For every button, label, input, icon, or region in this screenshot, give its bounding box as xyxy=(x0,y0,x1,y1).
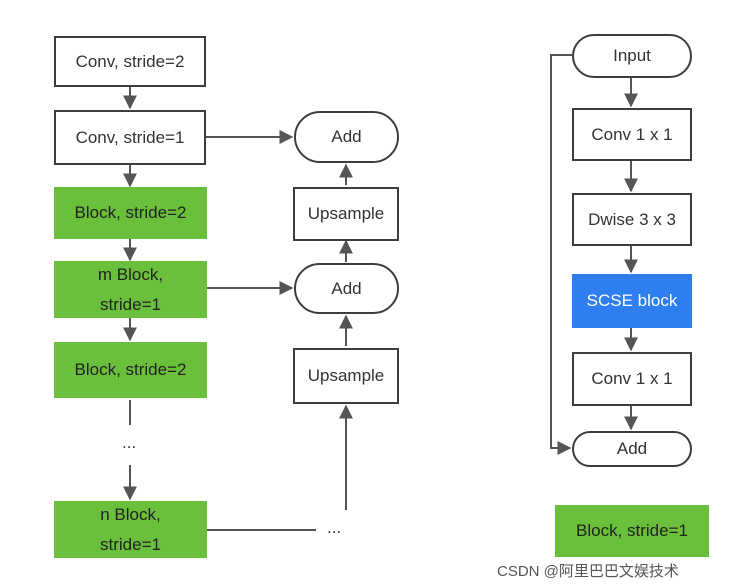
vertical-ellipsis: ... xyxy=(122,433,137,452)
add-mid-node: Add xyxy=(294,263,399,314)
block-stride2-box-2: Block, stride=2 xyxy=(54,342,207,398)
watermark-text: CSDN @阿里巴巴文娱技术 xyxy=(497,563,679,580)
n-block-label-line1: n Block, xyxy=(100,504,161,524)
skip-connection-arrow xyxy=(550,54,572,455)
n-block-box: n Block, stride=1 xyxy=(54,501,207,558)
block-stride1-caption: Block, stride=1 xyxy=(555,505,709,557)
conv-stride1-box: Conv, stride=1 xyxy=(54,110,206,165)
dwise3x3-box: Dwise 3 x 3 xyxy=(572,193,692,246)
conv1x1-box: Conv 1 x 1 xyxy=(572,108,692,161)
m-block-label-line1: m Block, xyxy=(97,264,164,284)
m-block-box: m Block, stride=1 xyxy=(54,261,207,318)
input-node: Input xyxy=(572,34,692,78)
block-stride2-box: Block, stride=2 xyxy=(54,187,207,239)
m-block-label-line2: stride=1 xyxy=(100,294,161,314)
horizontal-ellipsis: ... xyxy=(327,518,342,537)
add-top-node: Add xyxy=(294,111,399,163)
upsample-top-box: Upsample xyxy=(293,187,399,241)
upsample-bottom-box: Upsample xyxy=(293,348,399,404)
conv-stride2-box: Conv, stride=2 xyxy=(54,36,206,87)
n-block-label-line2: stride=1 xyxy=(100,534,161,554)
scse-block-box: SCSE block xyxy=(572,274,692,328)
conv1x1-box-2: Conv 1 x 1 xyxy=(572,352,692,406)
add-node-right: Add xyxy=(572,431,692,467)
